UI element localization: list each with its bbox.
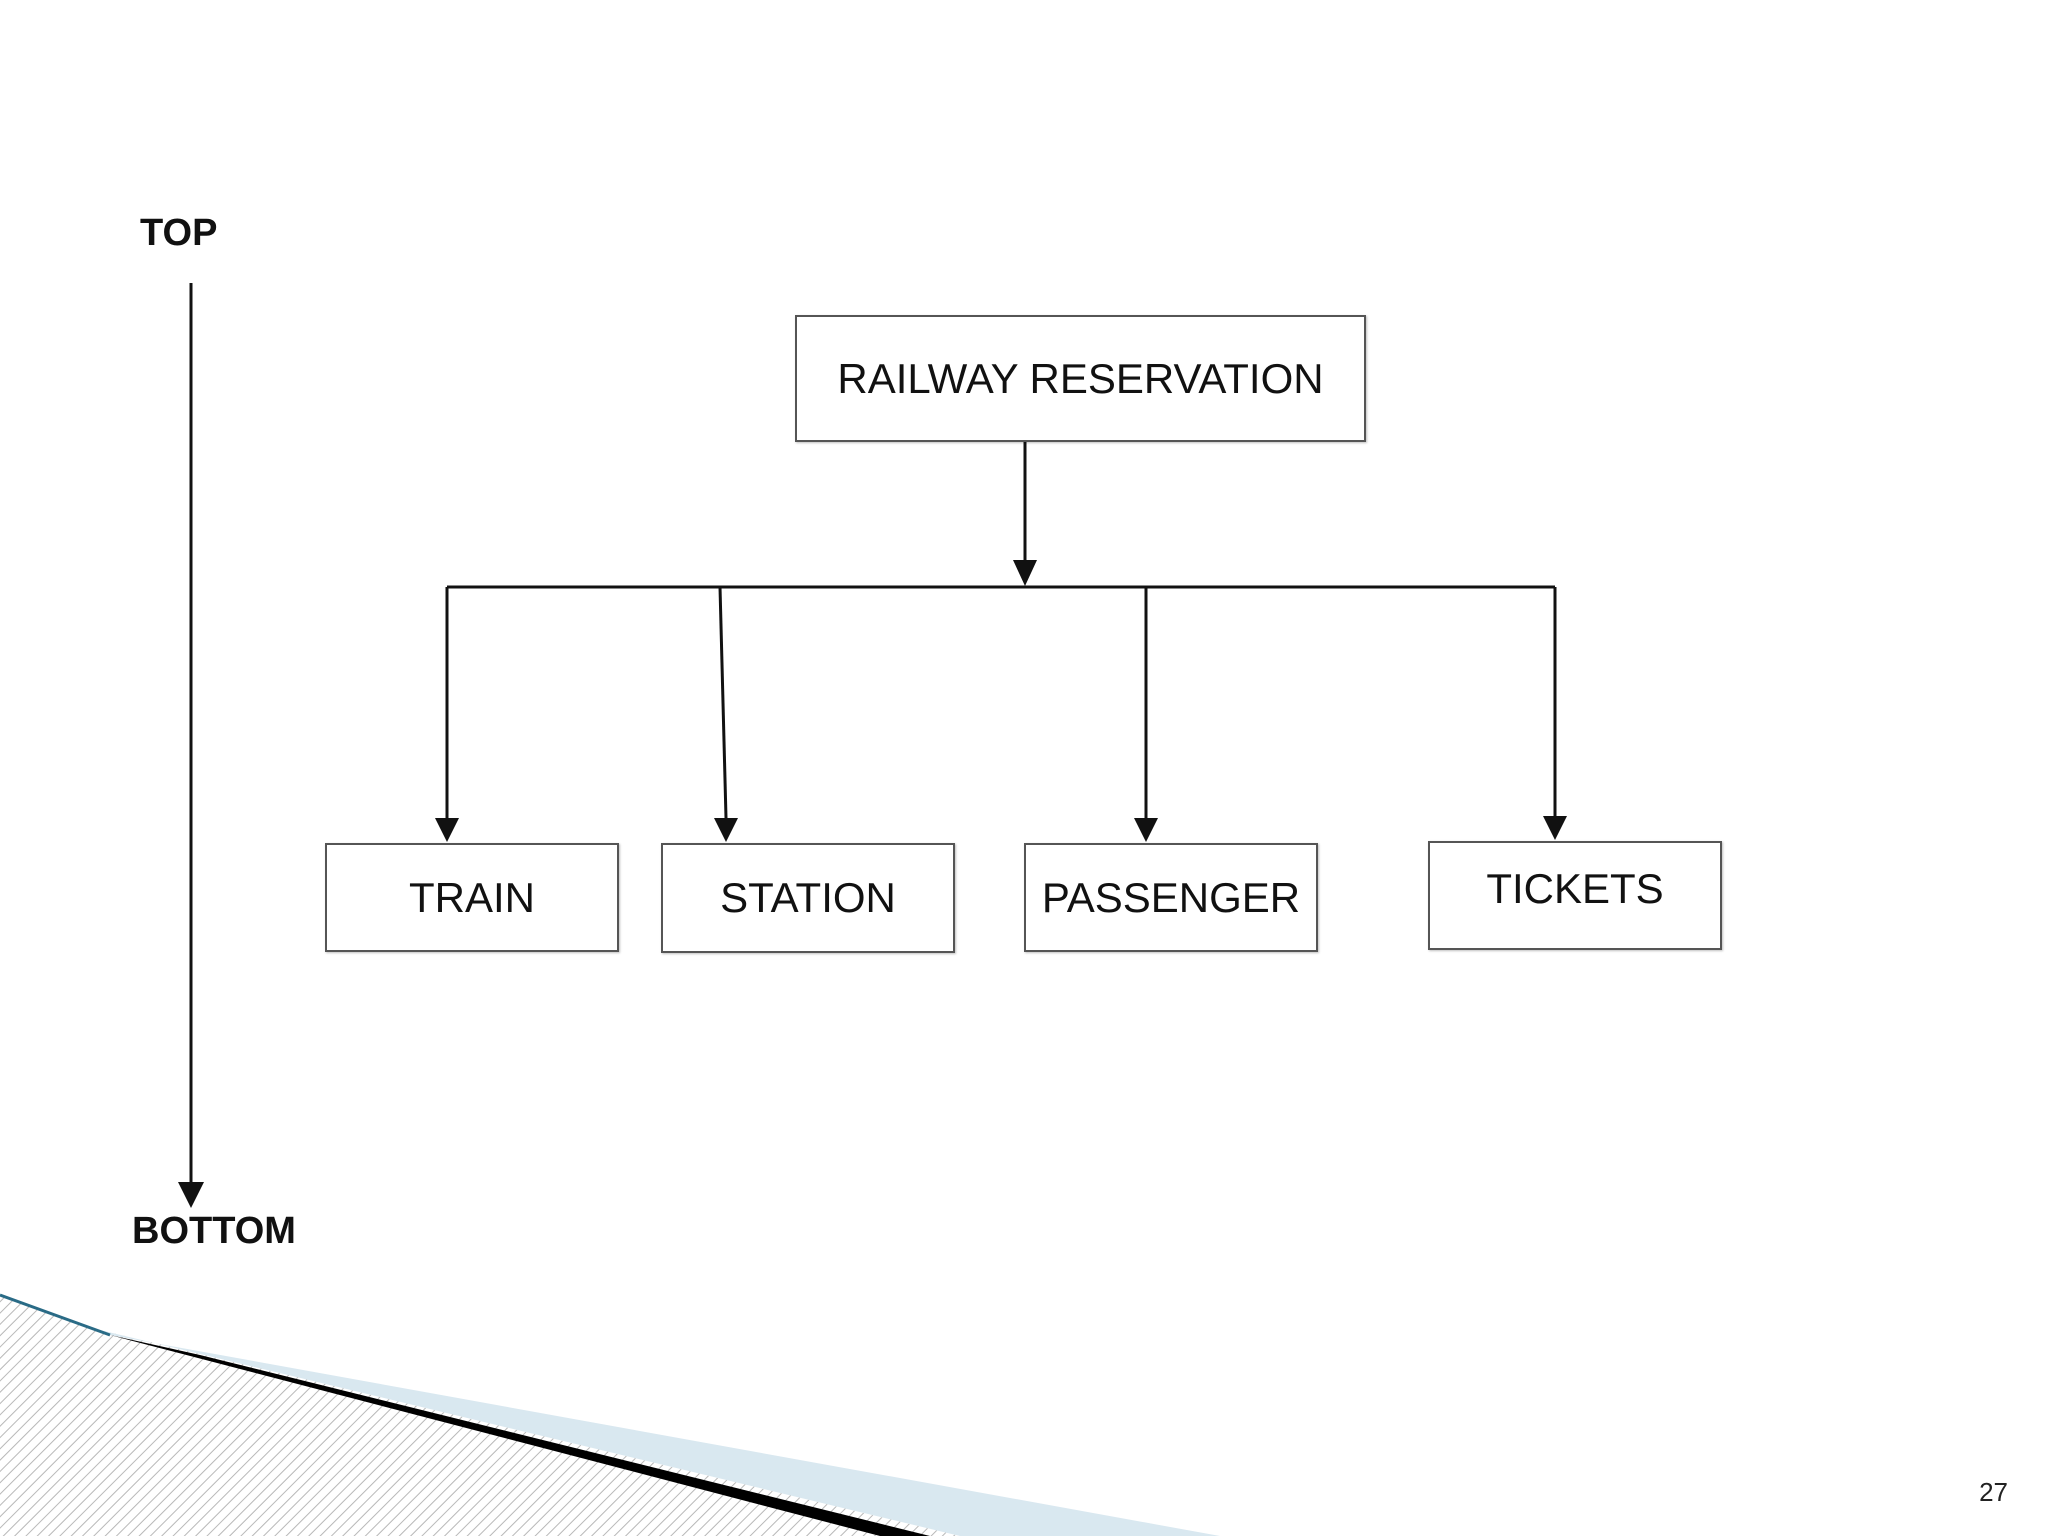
train-connector-arrowhead	[435, 818, 459, 842]
station-connector-arrowhead	[714, 818, 738, 842]
axis-top-label: TOP	[140, 212, 218, 254]
node-train: TRAIN	[325, 843, 619, 952]
node-railway-reservation: RAILWAY RESERVATION	[795, 315, 1366, 442]
node-station: STATION	[661, 843, 955, 953]
passenger-connector-arrowhead	[1134, 818, 1158, 842]
axis-bottom-label: BOTTOM	[132, 1210, 296, 1252]
top-bottom-axis-arrowhead	[178, 1182, 204, 1208]
page-number: 27	[1979, 1477, 2008, 1507]
footer-hatch-area	[0, 1295, 960, 1536]
tickets-connector-arrowhead	[1543, 816, 1567, 840]
footer-teal-line	[0, 1293, 111, 1337]
station-connector	[718, 586, 728, 819]
footer-dark-wedge	[110, 1335, 930, 1536]
root-connector-arrowhead	[1013, 560, 1037, 586]
node-passenger: PASSENGER	[1024, 843, 1318, 952]
node-tickets: TICKETS	[1428, 841, 1722, 950]
